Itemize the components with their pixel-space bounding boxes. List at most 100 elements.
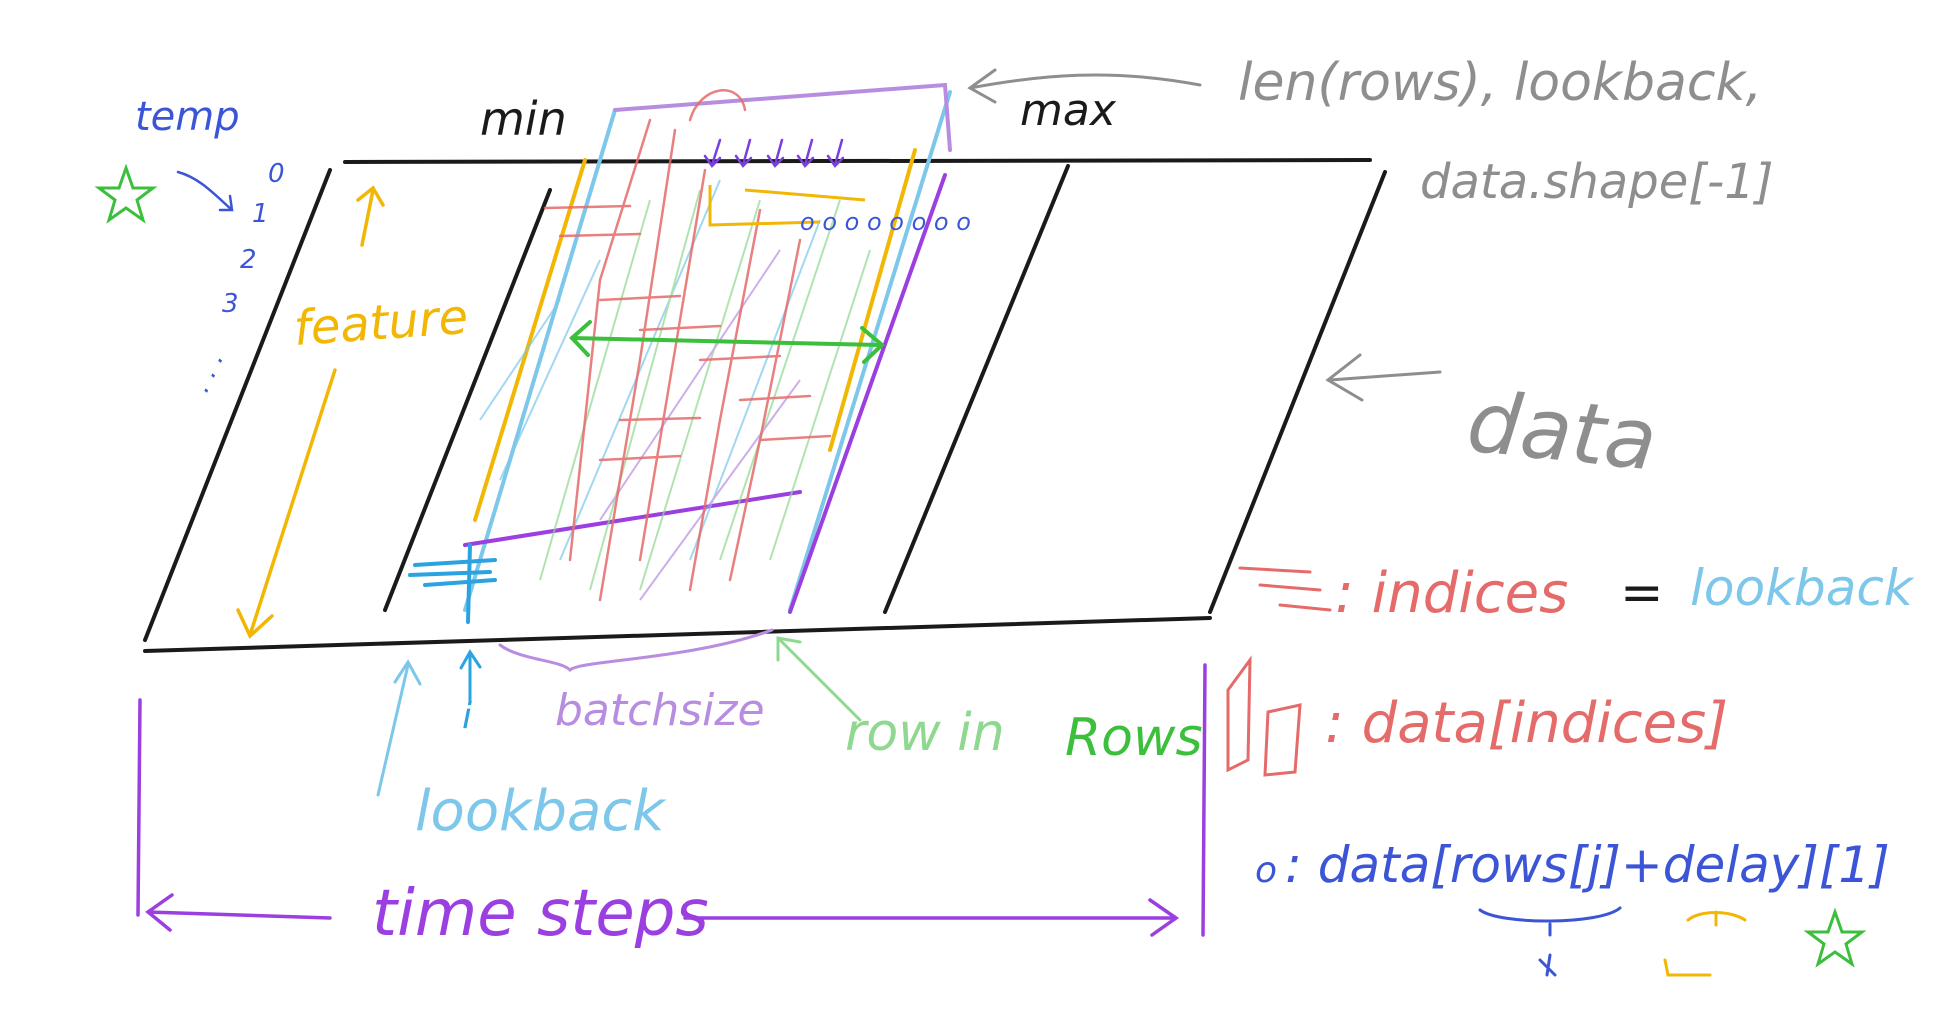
legend-indices-glyph — [1238, 566, 1332, 612]
red-dash-9 — [598, 454, 682, 462]
delay-bracket — [708, 185, 866, 227]
max-label: max — [1020, 85, 1117, 136]
legend-equals: = — [1620, 563, 1664, 623]
rows-label: Rows — [1065, 708, 1203, 768]
legend-star-icon — [1803, 907, 1867, 968]
rows-double-arrow — [569, 320, 885, 364]
cyan-line-2 — [408, 570, 492, 577]
legend-target-expr: : data[rows[j]+delay][1] — [1285, 836, 1890, 894]
lookback-arrow — [376, 659, 422, 797]
data-arrow — [1325, 353, 1442, 402]
temp-index-2: 2 — [240, 245, 257, 275]
min-label: min — [480, 92, 567, 146]
red-dash-2 — [558, 232, 642, 238]
shape-arrow-group — [967, 68, 1442, 402]
hatch-blue-1 — [479, 299, 561, 421]
i-label: i — [462, 696, 472, 737]
batch-slab — [463, 82, 952, 614]
slab-right-orange — [828, 148, 917, 452]
down-arrow-4 — [796, 138, 815, 168]
down-arrow-1 — [703, 138, 722, 168]
slab-left-light-blue — [463, 108, 617, 612]
cyan-tick — [466, 543, 472, 624]
time-right-bar — [1201, 663, 1207, 937]
hatch-blue-4 — [689, 219, 821, 561]
hatch-green-4 — [719, 199, 841, 561]
red-dash-6 — [738, 394, 812, 402]
temp-index-1: 1 — [252, 199, 269, 229]
time-left-arrow — [145, 893, 332, 932]
lookback-arrows — [703, 138, 845, 168]
down-arrow-3 — [766, 138, 785, 168]
row-arrow — [776, 636, 862, 722]
slab-purple-top — [613, 82, 952, 152]
batchsize-label: batchsize — [555, 685, 765, 736]
cyan-line-1 — [413, 558, 497, 567]
lookback-label: lookback — [415, 779, 667, 844]
down-arrow-2 — [734, 138, 753, 168]
legend-data-glyph — [1226, 655, 1302, 777]
targets-marker-row: o o o o o o o o — [800, 208, 971, 236]
shape-arrow — [967, 68, 1202, 104]
delay-brace — [1663, 910, 1747, 977]
data-top-edge — [343, 158, 1372, 164]
hatch-lavender-2 — [599, 249, 781, 521]
red-col-1 — [568, 118, 652, 562]
legend-target-marker: o — [1255, 850, 1277, 891]
feature-arrow-up — [356, 185, 385, 247]
rows-arrow-right-head — [860, 326, 885, 364]
data-right-edge — [1208, 170, 1387, 614]
cyan-line-3 — [423, 578, 497, 587]
shape-label-line2: data.shape[-1] — [1420, 154, 1774, 210]
min-divider — [383, 188, 552, 612]
star-icon — [94, 163, 158, 224]
lookback-scribble — [408, 543, 497, 624]
data-bottom-edge — [143, 616, 1212, 653]
rows-brace — [1478, 906, 1622, 977]
rows-arrow-left-head — [569, 320, 592, 357]
feature-arrow-down — [236, 368, 337, 639]
max-divider — [883, 164, 1070, 614]
hatch-green-1 — [539, 199, 651, 581]
slab-right-light-blue — [788, 90, 952, 612]
shape-label-line1: len(rows), lookback, — [1238, 53, 1762, 113]
red-col-2 — [598, 128, 677, 602]
temp-index-0: 0 — [268, 159, 285, 189]
red-dash-7 — [758, 434, 832, 442]
hatch-green-5 — [769, 249, 871, 561]
slab-left-orange — [473, 158, 587, 522]
rows-arrow-shaft — [570, 336, 882, 347]
time-right-arrow — [683, 898, 1180, 937]
hatch-blue-2 — [499, 259, 601, 481]
down-arrow-5 — [826, 138, 845, 168]
legend-indices-label: : indices — [1335, 561, 1568, 626]
red-dash-3 — [598, 294, 682, 302]
red-col-3 — [638, 168, 707, 562]
data-left-edge — [143, 168, 332, 642]
legend-glyphs — [1226, 566, 1747, 977]
bottom-arrows — [376, 628, 862, 797]
red-dash-4 — [638, 324, 722, 332]
red-dash-1 — [543, 204, 632, 210]
red-dash-8 — [618, 416, 702, 422]
temp-index-3: 3 — [222, 289, 239, 319]
red-dash-5 — [698, 354, 782, 362]
indices-scribbles — [543, 89, 832, 602]
batchsize-brace — [498, 628, 774, 673]
temp-arrow — [176, 170, 234, 212]
data-label: data — [1463, 372, 1661, 489]
feature-arrow-group — [236, 185, 385, 639]
legend-data-indices-label: : data[indices] — [1325, 691, 1728, 756]
data-parallelogram — [143, 158, 1387, 653]
legend-indices-value: lookback — [1690, 559, 1915, 617]
red-col-4 — [688, 208, 762, 592]
time-steps-axis — [136, 663, 1207, 937]
temp-label: temp — [135, 94, 240, 140]
time-left-bar — [136, 698, 142, 917]
slab-purple-front — [788, 173, 947, 614]
red-curl-arrow — [688, 89, 747, 122]
temp-dots: . . . — [185, 347, 230, 397]
i-arrow — [459, 649, 482, 702]
